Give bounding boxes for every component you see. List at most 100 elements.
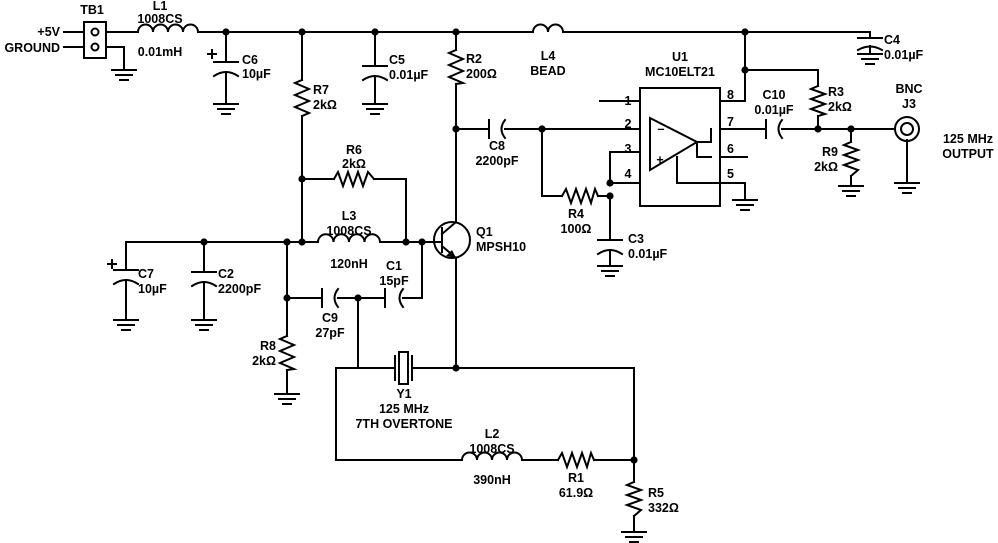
- u1-pin-2: 2: [625, 117, 632, 131]
- l4-ref: L4: [541, 49, 556, 63]
- y1-freq: 125 MHz: [379, 402, 429, 416]
- c1-value: 15pF: [379, 274, 409, 288]
- q1-part: MPSH10: [476, 240, 526, 254]
- c10-value: 0.01µF: [754, 103, 794, 117]
- l1-part: 1008CS: [137, 12, 182, 26]
- j3-type: BNC: [895, 82, 922, 96]
- c6-value: 10µF: [242, 67, 271, 81]
- c3-capacitor: C3 0.01µF: [596, 232, 668, 277]
- r7-value: 2kΩ: [313, 98, 337, 112]
- r7-ref: R7: [313, 83, 329, 97]
- c5-ref: C5: [389, 53, 405, 67]
- l2-ref: L2: [485, 427, 500, 441]
- l4-ferrite-bead: L4 BEAD: [530, 23, 566, 78]
- c6-ref: C6: [242, 53, 258, 67]
- c5-capacitor: C5 0.01µF: [361, 53, 429, 115]
- u1-minus-input: –: [658, 122, 665, 136]
- c7-value: 10µF: [138, 282, 167, 296]
- c9-value: 27pF: [315, 326, 345, 340]
- tb1-pin2-label: GROUND: [4, 41, 60, 55]
- r9-ref: R9: [822, 145, 838, 159]
- c5-value: 0.01µF: [389, 68, 429, 82]
- u1-pin-7: 7: [727, 115, 734, 129]
- output-label-line2: OUTPUT: [942, 147, 994, 161]
- u1-pin-8: 8: [727, 88, 734, 102]
- j3-ref: J3: [902, 97, 916, 111]
- r6-value: 2kΩ: [342, 157, 366, 171]
- r1-resistor: R1 61.9Ω: [556, 450, 596, 500]
- l1-inductor: L1 1008CS 0.01mH: [136, 0, 200, 59]
- u1-ref: U1: [672, 50, 688, 64]
- q1-transistor: Q1 MPSH10: [433, 220, 526, 260]
- c8-capacitor: C8 2200pF: [475, 118, 519, 168]
- r4-value: 100Ω: [561, 222, 592, 236]
- junctions: [200, 28, 855, 464]
- c7-ref: C7: [138, 267, 154, 281]
- r2-value: 200Ω: [466, 67, 497, 81]
- r8-resistor: R8 2kΩ: [252, 334, 300, 405]
- wires: [105, 31, 908, 533]
- c1-capacitor: C1 15pF: [379, 259, 409, 309]
- c9-capacitor: C9 27pF: [315, 287, 345, 340]
- r6-resistor: R6 2kΩ: [332, 143, 376, 189]
- output-label-line1: 125 MHz: [943, 132, 993, 146]
- r2-ref: R2: [466, 52, 482, 66]
- c10-ref: C10: [763, 88, 786, 102]
- r2-resistor: R2 200Ω: [446, 48, 497, 86]
- ground-symbols: [111, 69, 137, 81]
- c8-value: 2200pF: [475, 154, 518, 168]
- c4-value: 0.01µF: [884, 48, 924, 62]
- l3-inductor: L3 1008CS 120nH: [316, 209, 382, 271]
- r8-ref: R8: [260, 339, 276, 353]
- c3-ref: C3: [628, 232, 644, 246]
- tb1-ref: TB1: [80, 3, 104, 17]
- u1-translator-ic: – + U1 MC10ELT21 1 2 3 4 5 6 7 8: [625, 50, 734, 207]
- c2-value: 2200pF: [218, 282, 261, 296]
- l3-ref: L3: [342, 209, 357, 223]
- u1-part: MC10ELT21: [645, 65, 715, 79]
- r4-ref: R4: [568, 207, 584, 221]
- j3-bnc-connector: BNC J3 125 MHz OUTPUT: [894, 82, 994, 194]
- c3-value: 0.01µF: [628, 247, 668, 261]
- u1-pin-3: 3: [625, 142, 632, 156]
- r3-ref: R3: [828, 85, 844, 99]
- r1-ref: R1: [568, 471, 584, 485]
- y1-ref: Y1: [396, 387, 411, 401]
- u1-plus-input: +: [656, 153, 663, 167]
- c7-capacitor: C7 10µF: [107, 259, 167, 331]
- c1-ref: C1: [386, 259, 402, 273]
- r3-value: 2kΩ: [828, 100, 852, 114]
- r6-ref: R6: [346, 143, 362, 157]
- r9-value: 2kΩ: [814, 160, 838, 174]
- l2-value: 390nH: [473, 473, 511, 487]
- l4-value: BEAD: [530, 64, 565, 78]
- r5-resistor: R5 332Ω: [621, 480, 679, 543]
- c6-capacitor: C6 10µF: [207, 49, 271, 115]
- c2-ref: C2: [218, 267, 234, 281]
- y1-crystal: Y1 125 MHz 7TH OVERTONE: [355, 351, 453, 431]
- r9-resistor: R9 2kΩ: [814, 140, 864, 197]
- l2-part: 1008CS: [469, 442, 514, 456]
- q1-ref: Q1: [476, 225, 493, 239]
- tb1-pin1-label: +5V: [37, 25, 60, 39]
- c9-ref: C9: [322, 311, 338, 325]
- c4-ref: C4: [884, 33, 900, 47]
- u1-pin-4: 4: [625, 167, 632, 181]
- r3-resistor: R3 2kΩ: [808, 84, 852, 118]
- c2-capacitor: C2 2200pF: [190, 267, 261, 331]
- l1-value: 0.01mH: [138, 45, 182, 59]
- r5-value: 332Ω: [648, 501, 679, 515]
- l2-inductor: L2 1008CS 390nH: [460, 427, 524, 487]
- y1-mode: 7TH OVERTONE: [355, 417, 452, 431]
- c4-capacitor: C4 0.01µF: [856, 33, 924, 65]
- ground-u1-pin5: [732, 199, 758, 211]
- r4-resistor: R4 100Ω: [561, 186, 600, 236]
- r7-resistor: R7 2kΩ: [292, 78, 337, 118]
- l1-ref: L1: [153, 0, 168, 13]
- c8-ref: C8: [489, 139, 505, 153]
- l3-part: 1008CS: [326, 224, 371, 238]
- c10-capacitor: C10 0.01µF: [754, 88, 794, 140]
- tb1-terminal-block: TB1 +5V GROUND: [4, 3, 107, 59]
- r5-ref: R5: [648, 486, 664, 500]
